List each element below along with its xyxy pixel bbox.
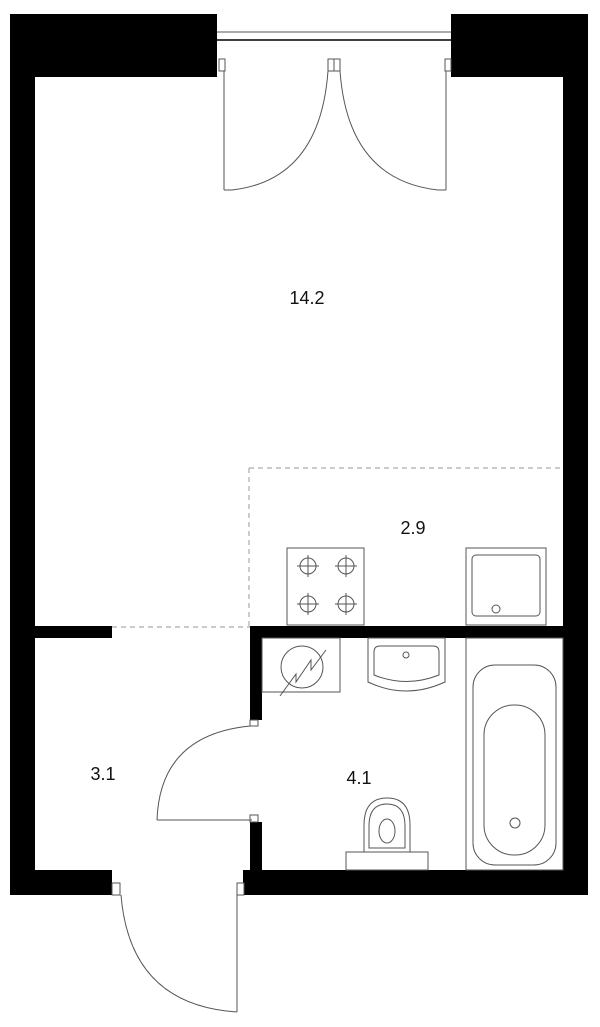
room-area-bathroom: 4.1 [346, 768, 371, 788]
wall-bottom-right [243, 870, 588, 895]
stove-icon [286, 547, 365, 626]
wall-top-right [451, 14, 588, 77]
room-area-kitchen-zone: 2.9 [400, 518, 425, 538]
wall-bathroom-top [250, 626, 563, 638]
wall-left [10, 77, 35, 895]
boiler-icon [261, 637, 341, 697]
room-area-hallway: 3.1 [90, 764, 115, 784]
bathtub-icon [465, 637, 564, 871]
washbasin-icon [367, 637, 446, 692]
walls [10, 14, 588, 895]
wall-right [563, 77, 588, 895]
toilet-icon [345, 797, 429, 871]
kitchen-zone-boundary [112, 467, 563, 628]
wall-bottom-left [10, 870, 112, 895]
kitchen-sink-icon [465, 547, 547, 626]
bathroom-door[interactable] [156, 719, 259, 823]
wall-top-left [10, 14, 217, 77]
balcony-door[interactable] [218, 58, 452, 191]
wall-bathroom-left-lower [250, 822, 262, 872]
balcony-window [217, 31, 451, 41]
wall-living-hall [35, 626, 112, 638]
room-area-living-room: 14.2 [289, 288, 324, 308]
entrance-door[interactable] [111, 882, 245, 1013]
wall-bathroom-left-upper [250, 626, 262, 720]
